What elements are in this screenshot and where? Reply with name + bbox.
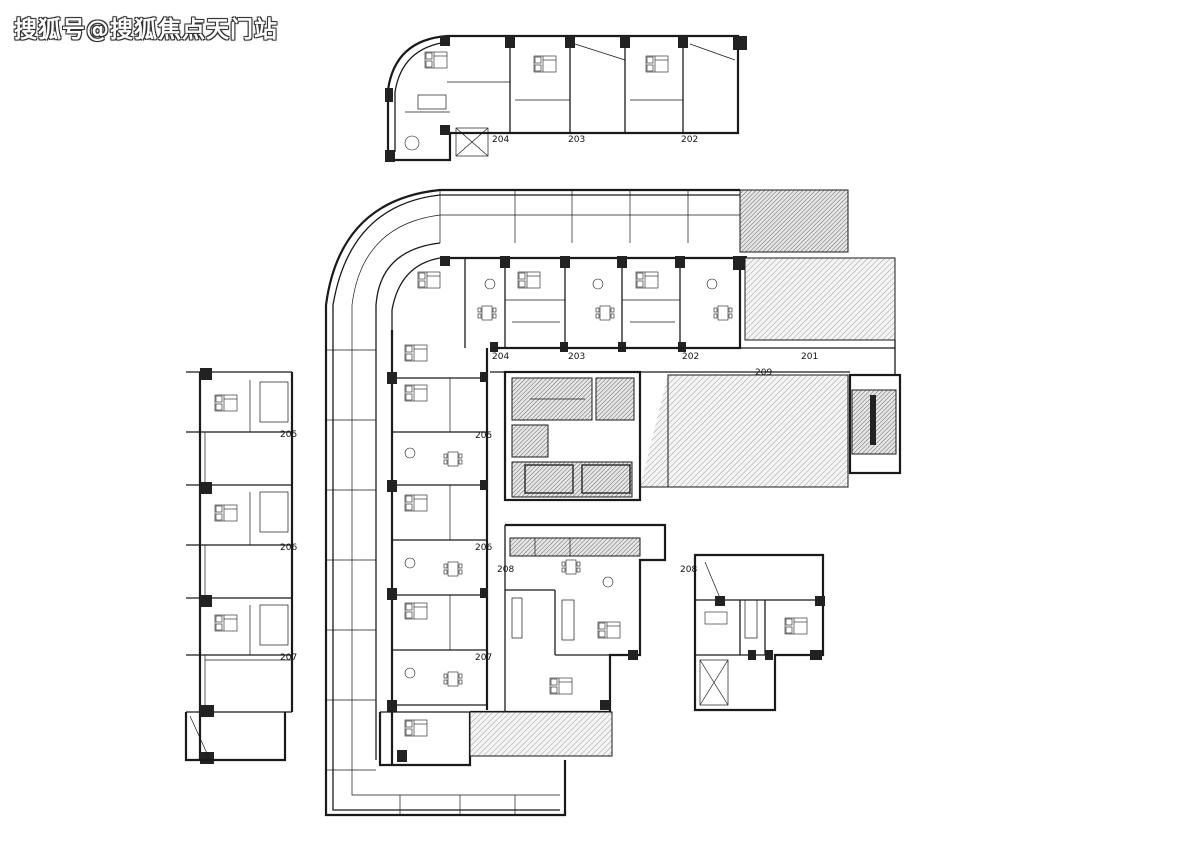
room-number-204-top: 204 — [492, 135, 509, 145]
room-number-208-inset: 208 — [680, 565, 697, 575]
room-number-205: 205 — [475, 431, 492, 441]
east-inset-plan: 208 — [680, 553, 825, 712]
room-number-202: 202 — [682, 352, 699, 362]
room-number-203-top: 203 — [568, 135, 585, 145]
room-number-206: 206 — [475, 543, 492, 553]
watermark-text: 搜狐号@搜狐焦点天门站 — [14, 17, 278, 43]
room-number-209: 209 — [755, 368, 772, 378]
room-number-206-inset: 206 — [280, 543, 297, 553]
room-number-207-inset: 207 — [280, 653, 297, 663]
top-inset-plan: 204 203 202 — [385, 34, 747, 162]
main-building-plan: 204 203 202 201 209 205 206 207 208 — [324, 188, 902, 817]
west-inset-plan: 205 206 207 — [184, 368, 297, 764]
room-number-201: 201 — [801, 352, 818, 362]
room-number-204: 204 — [492, 352, 509, 362]
room-number-203: 203 — [568, 352, 585, 362]
room-number-202-top: 202 — [681, 135, 698, 145]
room-number-207: 207 — [475, 653, 492, 663]
room-number-205-inset: 205 — [280, 430, 297, 440]
room-number-208: 208 — [497, 565, 514, 575]
